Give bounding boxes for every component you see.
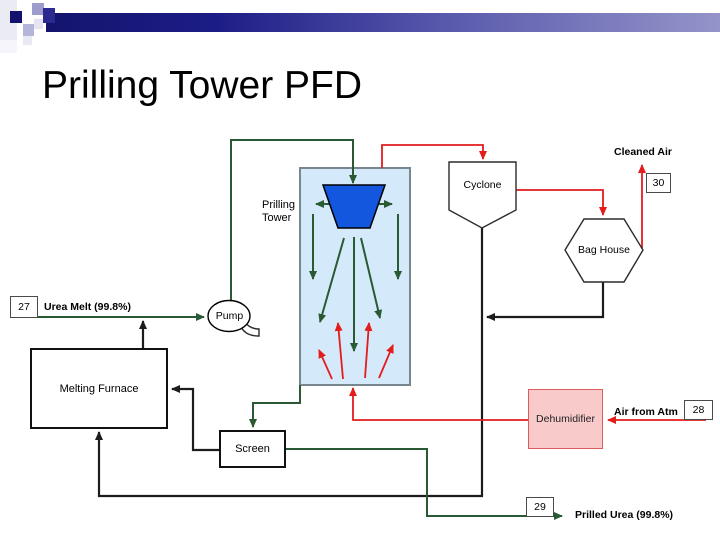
rising-air-arrow-1 bbox=[318, 349, 333, 380]
rising-air-arrow-2 bbox=[334, 322, 344, 380]
cyclone-shape bbox=[448, 161, 517, 229]
spray-cone bbox=[321, 184, 387, 229]
bag-house-shape bbox=[564, 218, 644, 283]
screen-oversize-to-furnace-line bbox=[171, 385, 219, 452]
dehumidifier-label: Dehumidifier bbox=[536, 413, 595, 425]
banner-square-blue bbox=[43, 8, 55, 23]
baghouse-solids-line bbox=[486, 282, 605, 321]
banner-square-light bbox=[23, 24, 34, 36]
stream-tag-30: 30 bbox=[646, 173, 671, 193]
dehumidifier-to-tower-line bbox=[349, 387, 528, 421]
banner-gradient-bar bbox=[46, 13, 720, 32]
pump-label: Pump bbox=[215, 310, 244, 322]
rising-air-arrow-4 bbox=[378, 344, 394, 379]
bag-house-label: Bag House bbox=[578, 244, 630, 256]
screen-box: Screen bbox=[219, 430, 286, 468]
urea-melt-label: Urea Melt (99.8%) bbox=[44, 301, 131, 313]
screen-to-prilled-urea-line bbox=[286, 448, 563, 520]
cyclone-solids-to-furnace-line bbox=[95, 228, 484, 498]
stream-tag-28: 28 bbox=[684, 400, 713, 420]
prilled-urea-label: Prilled Urea (99.8%) bbox=[575, 509, 674, 521]
tower-to-cyclone-air-line bbox=[381, 144, 487, 168]
cyclone-to-baghouse-line bbox=[516, 189, 607, 216]
banner-left-strip-fade bbox=[0, 40, 17, 53]
air-from-atm-label: Air from Atm bbox=[614, 406, 678, 418]
banner-left-strip bbox=[0, 0, 17, 40]
banner-square-faint bbox=[23, 36, 32, 45]
stream-tag-29: 29 bbox=[526, 497, 554, 517]
banner-square-dark bbox=[10, 11, 22, 23]
dehumidifier-box: Dehumidifier bbox=[528, 389, 603, 449]
pump-discharge-line bbox=[230, 139, 357, 301]
melting-furnace-label: Melting Furnace bbox=[59, 382, 139, 395]
pump-shape bbox=[207, 299, 251, 333]
banner-square-pale bbox=[34, 19, 43, 29]
falling-urea-diag-left-arrow bbox=[318, 237, 345, 323]
cyclone-label: Cyclone bbox=[463, 179, 502, 191]
falling-urea-diag-right-arrow bbox=[360, 237, 383, 319]
tower-to-screen-line bbox=[249, 385, 301, 428]
slide-title: Prilling Tower PFD bbox=[42, 64, 363, 107]
screen-label: Screen bbox=[235, 443, 270, 455]
prilling-tower-label: Prilling Tower bbox=[262, 199, 296, 224]
rising-air-arrow-3 bbox=[364, 322, 373, 379]
banner-square-lavender bbox=[32, 3, 44, 15]
cleaned-air-label: Cleaned Air bbox=[614, 146, 672, 158]
melting-furnace-box: Melting Furnace bbox=[30, 348, 168, 429]
stream-tag-27: 27 bbox=[10, 296, 38, 318]
